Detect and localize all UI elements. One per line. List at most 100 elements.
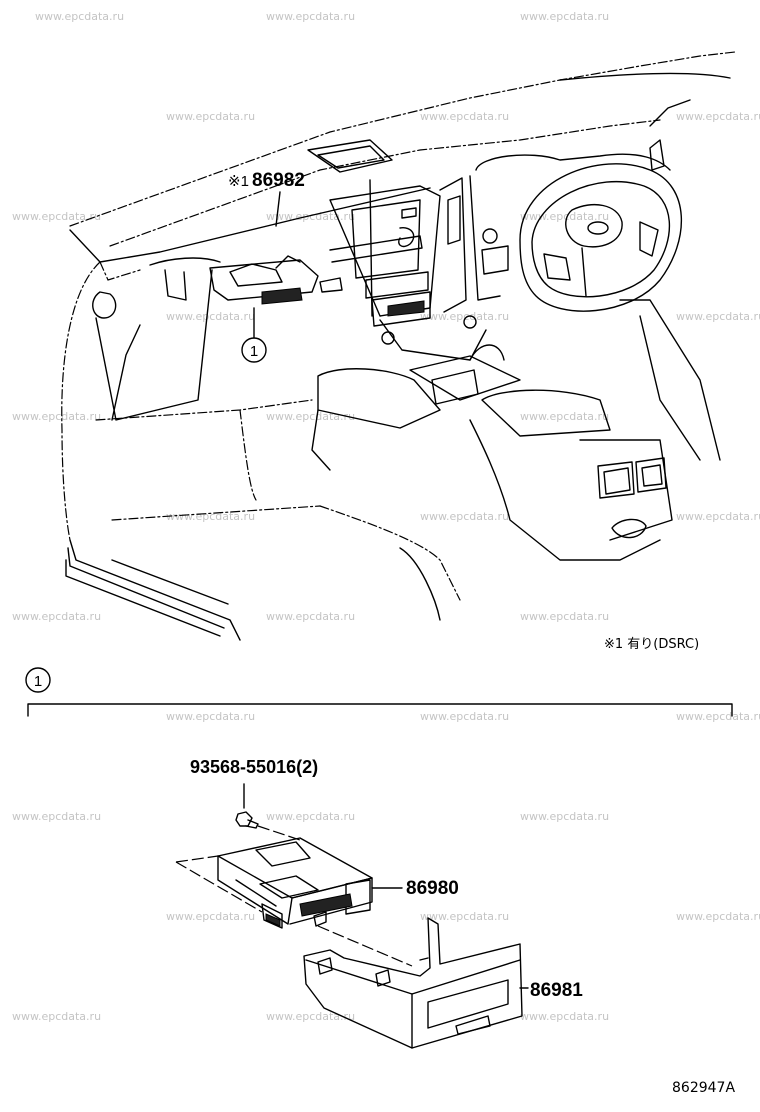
watermark: www.epcdata.ru: [420, 110, 509, 123]
watermark: www.epcdata.ru: [266, 810, 355, 823]
console-armrest: [481, 389, 611, 437]
steering-spoke-lower: [581, 247, 587, 297]
left-door-line: [61, 261, 101, 541]
glovebox-top: [149, 257, 221, 266]
watermark: www.epcdata.ru: [520, 410, 609, 423]
watermark: www.epcdata.ru: [12, 210, 101, 223]
detail-ref-circle: [241, 337, 267, 363]
unit-tab: [313, 911, 327, 927]
climate-panel: [371, 291, 431, 327]
driver-door-line: [619, 299, 721, 461]
unit-side-rib: [235, 879, 277, 907]
shifter-knob: [469, 344, 505, 361]
watermark: www.epcdata.ru: [520, 1010, 609, 1023]
watermark: www.epcdata.ru: [266, 610, 355, 623]
dash-trim-strip: [329, 235, 423, 263]
a-pillar-line: [559, 72, 731, 81]
dsrc-unit-86980: [175, 837, 373, 929]
bracket-window: [427, 979, 509, 1029]
watermark: www.epcdata.ru: [12, 1010, 101, 1023]
watermark: www.epcdata.ru: [266, 1010, 355, 1023]
left-side-vent: [92, 291, 117, 319]
driver-kick-panel: [639, 315, 701, 461]
bolt-assembly-line: [257, 825, 301, 841]
watermark: www.epcdata.ru: [12, 810, 101, 823]
part-number-86982: 86982: [252, 170, 305, 191]
watermark: www.epcdata.ru: [676, 310, 760, 323]
watermark: www.epcdata.ru: [166, 310, 255, 323]
kick-panel-line: [111, 324, 141, 421]
defroster-vent: [307, 139, 393, 173]
driver-vent-knob: [482, 228, 498, 244]
steering-switch-left: [543, 253, 571, 281]
watermark: www.epcdata.ru: [420, 310, 509, 323]
stack-side-buttons: [447, 195, 461, 245]
dash-front-edge: [69, 187, 431, 263]
door-sill-bottom: [65, 559, 221, 637]
defroster-vent-inner: [317, 145, 385, 169]
dsrc-unit-in-car: [261, 287, 303, 305]
driver-stack-edge: [469, 175, 501, 301]
bracket-top-edge: [305, 959, 521, 995]
a-pillar-edge: [649, 99, 691, 127]
nav-screen-glare: [398, 227, 415, 248]
door-sill-top: [69, 539, 241, 641]
watermark: www.epcdata.ru: [12, 410, 101, 423]
detail-ref-number: 1: [250, 343, 258, 360]
bolt-screw: [235, 811, 259, 829]
rear-cigar-outlet: [611, 518, 647, 539]
rear-vent-right: [635, 457, 667, 493]
rear-vent-left-inner: [603, 467, 631, 495]
steering-wheel-rim: [519, 163, 683, 312]
nav-screen: [351, 199, 421, 279]
knob-right: [463, 315, 477, 329]
driver-vent: [481, 245, 509, 275]
diagram-code: 862947A: [672, 1080, 735, 1096]
watermark: www.epcdata.ru: [520, 610, 609, 623]
watermark: www.epcdata.ru: [166, 110, 255, 123]
seat-side: [311, 409, 331, 471]
bracket-clip-left: [317, 957, 333, 975]
watermark: www.epcdata.ru: [420, 510, 509, 523]
watermark: www.epcdata.ru: [166, 710, 255, 723]
callout-86982-prefix: ※1: [228, 173, 249, 190]
console-front: [379, 319, 487, 361]
unit-connector: [261, 903, 283, 929]
watermark: www.epcdata.ru: [420, 710, 509, 723]
bracket-outline: [303, 917, 523, 1049]
dash-side-edge: [99, 261, 141, 281]
stack-right-side: [439, 177, 467, 313]
unit-left-face: [217, 855, 293, 925]
stack-left-edge: [369, 179, 373, 317]
driver-side-vent: [649, 139, 665, 171]
detail-bracket-line: [27, 703, 733, 717]
rear-seat-edge: [399, 547, 441, 621]
unit-assembly-line-top: [175, 855, 219, 863]
unit-card-slot: [299, 893, 353, 917]
detail-header-number: 1: [34, 673, 42, 690]
rear-vent-left: [597, 461, 635, 499]
unit-top-recess: [259, 875, 319, 899]
floor-center-line: [239, 409, 257, 501]
watermark: www.epcdata.ru: [676, 910, 760, 923]
shifter-bezel: [409, 355, 521, 401]
watermark: www.epcdata.ru: [266, 10, 355, 23]
dsrc-bracket-in-car: [229, 263, 283, 287]
watermark: www.epcdata.ru: [166, 510, 255, 523]
bolt-shank: [245, 819, 259, 829]
meter-hood: [475, 153, 671, 171]
dashboard-illustration: [61, 51, 736, 641]
steering-emblem: [587, 221, 609, 235]
bolt-head: [235, 811, 253, 827]
watermark: www.epcdata.ru: [166, 910, 255, 923]
steering-hub: [565, 203, 623, 248]
watermark: www.epcdata.ru: [520, 10, 609, 23]
shift-gate: [431, 369, 479, 405]
passenger-vent: [319, 277, 343, 293]
watermark: www.epcdata.ru: [12, 610, 101, 623]
leader-86982: [275, 191, 281, 227]
watermark: www.epcdata.ru: [266, 410, 355, 423]
windshield-base-line: [109, 119, 661, 247]
dsrc-cable: [275, 255, 301, 269]
watermark: www.epcdata.ru: [676, 110, 760, 123]
